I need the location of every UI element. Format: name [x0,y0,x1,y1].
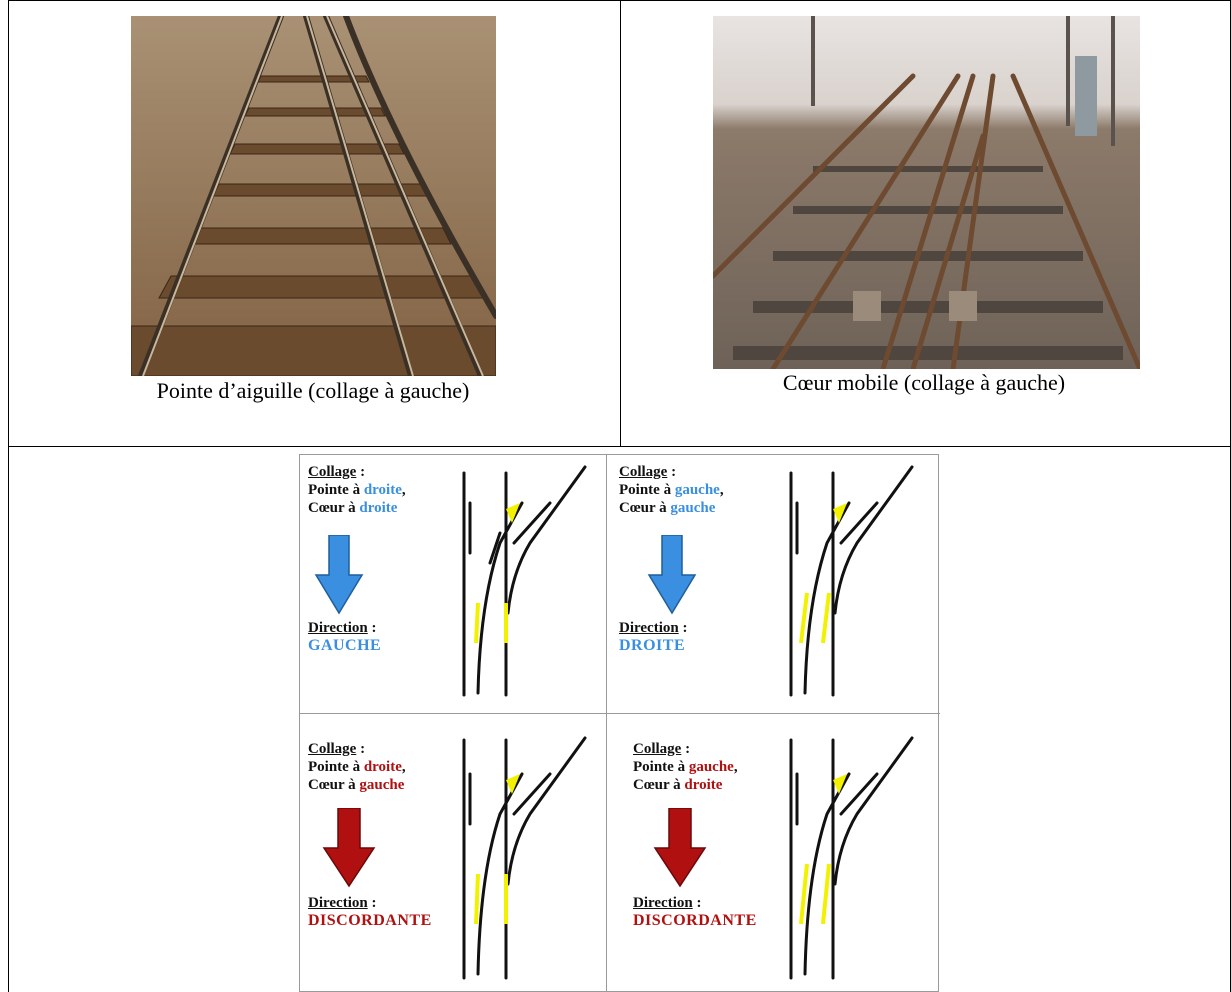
coeur-value: droite [684,777,723,793]
pointe-value: gauche [674,482,720,498]
track-switch-diagram-icon [789,465,914,697]
direction-label: Direction [619,620,679,636]
collage-heading: Collage [308,464,357,480]
coeur-value: droite [359,500,398,516]
pointe-value: droite [363,759,402,775]
track-switch-diagram-icon [462,465,587,697]
right-photo-caption: Cœur mobile (collage à gauche) [782,370,1066,395]
direction-label: Direction [308,620,368,636]
direction-label: Direction [633,895,693,911]
table-border-left [8,0,9,992]
direction-value: DROITE [619,637,686,654]
blue-down-arrow-icon [647,535,697,615]
pointe-value: droite [363,482,402,498]
direction-value: GAUCHE [308,637,382,654]
collage-heading: Collage [633,741,682,757]
direction-value: DISCORDANTE [633,912,757,929]
collage-heading: Collage [308,741,357,757]
collage-diagram: Collage : Pointe à droite, Cœur à droite… [299,454,940,992]
table-border-top [8,0,1231,1]
quadrant-pointe-gauche-coeur-gauche: Collage : Pointe à gauche, Cœur à gauche… [607,455,940,713]
table-row-divider [8,446,1231,447]
table-column-divider [620,0,621,446]
left-photo-caption: Pointe d’aiguille (collage à gauche) [156,378,470,403]
pointe-value: gauche [688,759,734,775]
switch-point-photo [131,16,496,376]
diagram-vertical-divider [606,455,607,992]
direction-label: Direction [308,895,368,911]
red-down-arrow-icon [322,808,376,888]
direction-value: DISCORDANTE [308,912,432,929]
quadrant-pointe-gauche-coeur-droite: Collage : Pointe à gauche, Cœur à droite… [607,714,940,992]
coeur-value: gauche [670,500,716,516]
blue-down-arrow-icon [314,535,364,615]
diagram-horizontal-divider [300,713,940,714]
track-switch-diagram-icon [789,736,914,980]
quadrant-pointe-droite-coeur-gauche: Collage : Pointe à droite, Cœur à gauche… [300,714,606,992]
track-switch-diagram-icon [462,736,587,980]
coeur-value: gauche [359,777,405,793]
moving-frog-photo [713,16,1140,369]
red-down-arrow-icon [653,808,707,888]
collage-heading: Collage [619,464,668,480]
quadrant-pointe-droite-coeur-droite: Collage : Pointe à droite, Cœur à droite… [300,455,606,713]
